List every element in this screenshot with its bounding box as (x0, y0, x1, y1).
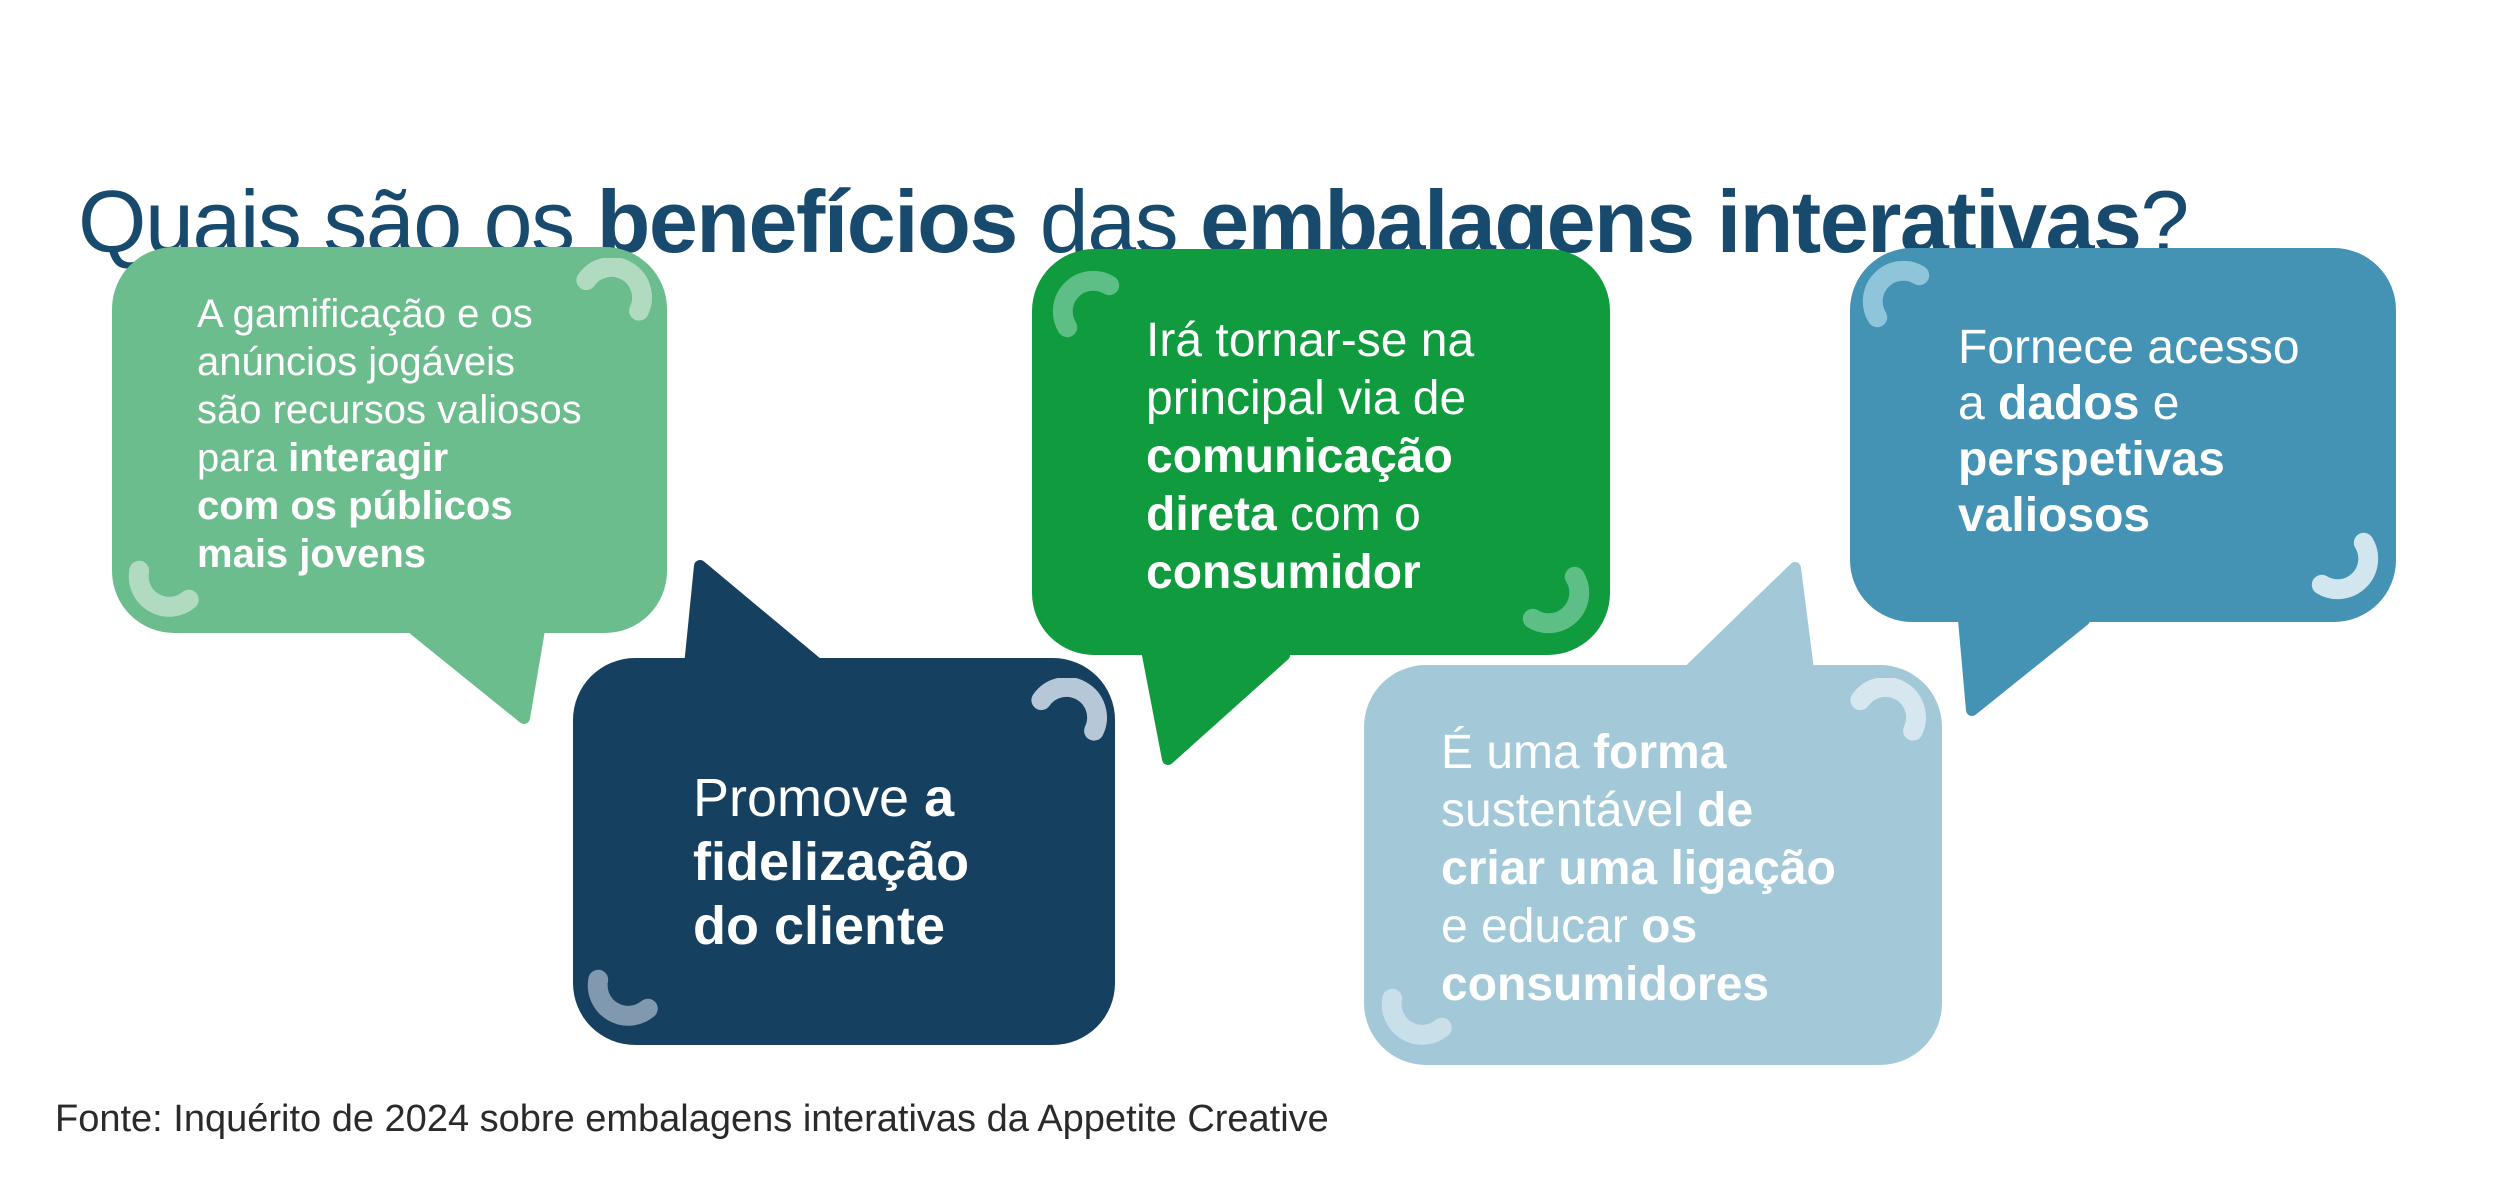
quote-arc-icon (2311, 532, 2379, 600)
bubble-tail (409, 624, 545, 724)
benefit-text-communication: Irá tornar-se na principal via de comuni… (1146, 314, 1475, 599)
benefit-bubble-communication (1032, 249, 1610, 655)
quote-arc-icon (1381, 988, 1452, 1045)
benefit-bubble-gamification (112, 247, 667, 633)
benefit-text-gamification: A gamificação e os anúncios jogáveis são… (197, 292, 582, 576)
source-credit: Fonte: Inquérito de 2024 sobre embalagen… (55, 1098, 1329, 1140)
quote-arc-icon (128, 560, 199, 617)
quote-arc-icon (587, 969, 658, 1026)
quote-arc-icon (1031, 678, 1107, 741)
bubble-tail (1684, 562, 1814, 672)
bubble-tail (684, 560, 826, 670)
benefit-text-loyalty: Promove a fidelização do cliente (693, 768, 970, 956)
benefit-bubble-data-access (1850, 248, 2396, 622)
quote-arc-icon (1850, 678, 1926, 741)
benefit-text-data-access: Fornece acesso a dados e perspetivas val… (1958, 321, 2300, 542)
quote-arc-icon (1522, 566, 1590, 634)
bubble-tail (1958, 614, 2090, 716)
bubble-tail (1142, 649, 1290, 765)
benefit-bubble-loyalty (573, 658, 1115, 1045)
benefit-bubble-sustainability (1364, 665, 1942, 1065)
benefit-text-sustainability: É uma forma sustentável de criar uma lig… (1441, 726, 1836, 1011)
quote-arc-icon (1862, 260, 1930, 328)
quote-arc-icon (1052, 270, 1120, 338)
quote-arc-icon (576, 258, 652, 321)
